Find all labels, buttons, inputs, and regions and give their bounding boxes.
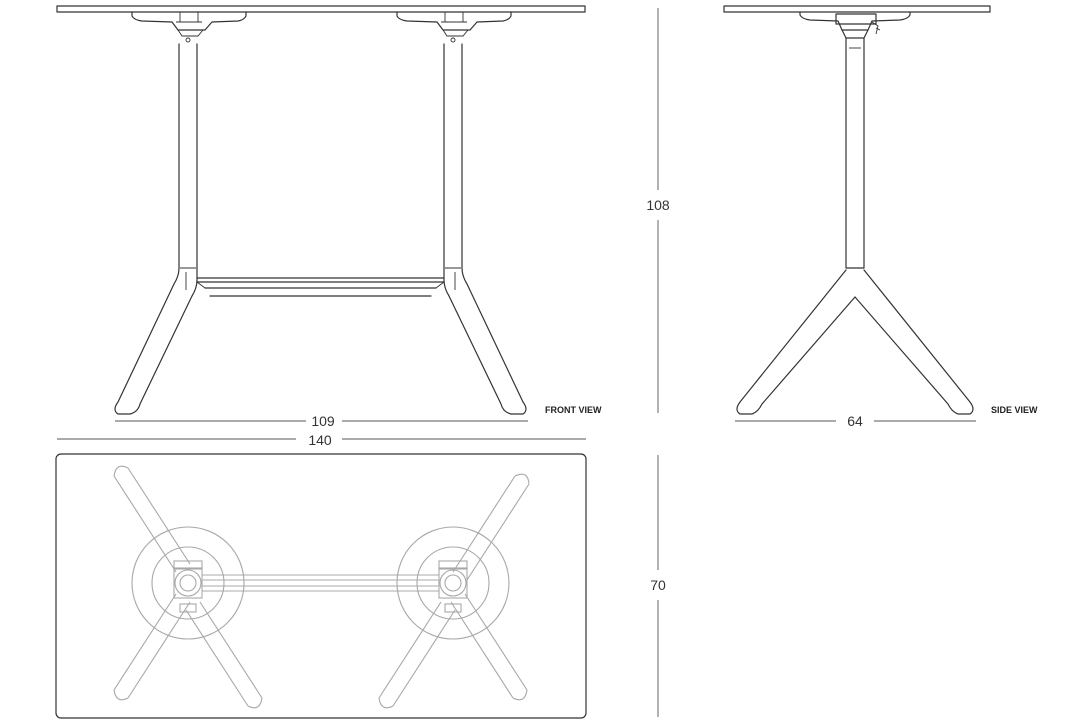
side-left-leg — [736, 269, 856, 415]
side-bracket — [799, 11, 911, 31]
side-right-leg — [854, 269, 974, 415]
side-dimensions: 64 — [735, 413, 976, 429]
side-view — [723, 5, 991, 415]
side-table-top — [723, 5, 991, 13]
height-dimension: 108 — [646, 8, 670, 413]
front-table-top — [56, 5, 586, 13]
top-view-tabletop-outline — [55, 453, 587, 719]
dim-64: 64 — [847, 413, 863, 429]
dim-109: 109 — [311, 413, 335, 429]
front-view-label: FRONT VIEW — [545, 405, 602, 415]
front-left-bracket — [131, 11, 247, 43]
top-stretcher — [202, 574, 439, 592]
side-view-label: SIDE VIEW — [991, 405, 1038, 415]
front-dimensions: 109 140 — [57, 413, 586, 448]
front-left-leg — [114, 43, 198, 415]
top-view — [55, 453, 587, 719]
top-left-base — [113, 465, 263, 709]
front-view — [56, 5, 586, 415]
front-right-bracket — [396, 11, 512, 43]
dim-140: 140 — [308, 432, 332, 448]
front-stretcher — [196, 277, 445, 297]
side-column — [845, 37, 865, 269]
dim-108: 108 — [646, 197, 670, 213]
top-right-base — [378, 473, 530, 709]
dim-70: 70 — [650, 577, 666, 593]
depth-dimension: 70 — [650, 455, 666, 717]
front-right-leg — [443, 43, 527, 415]
